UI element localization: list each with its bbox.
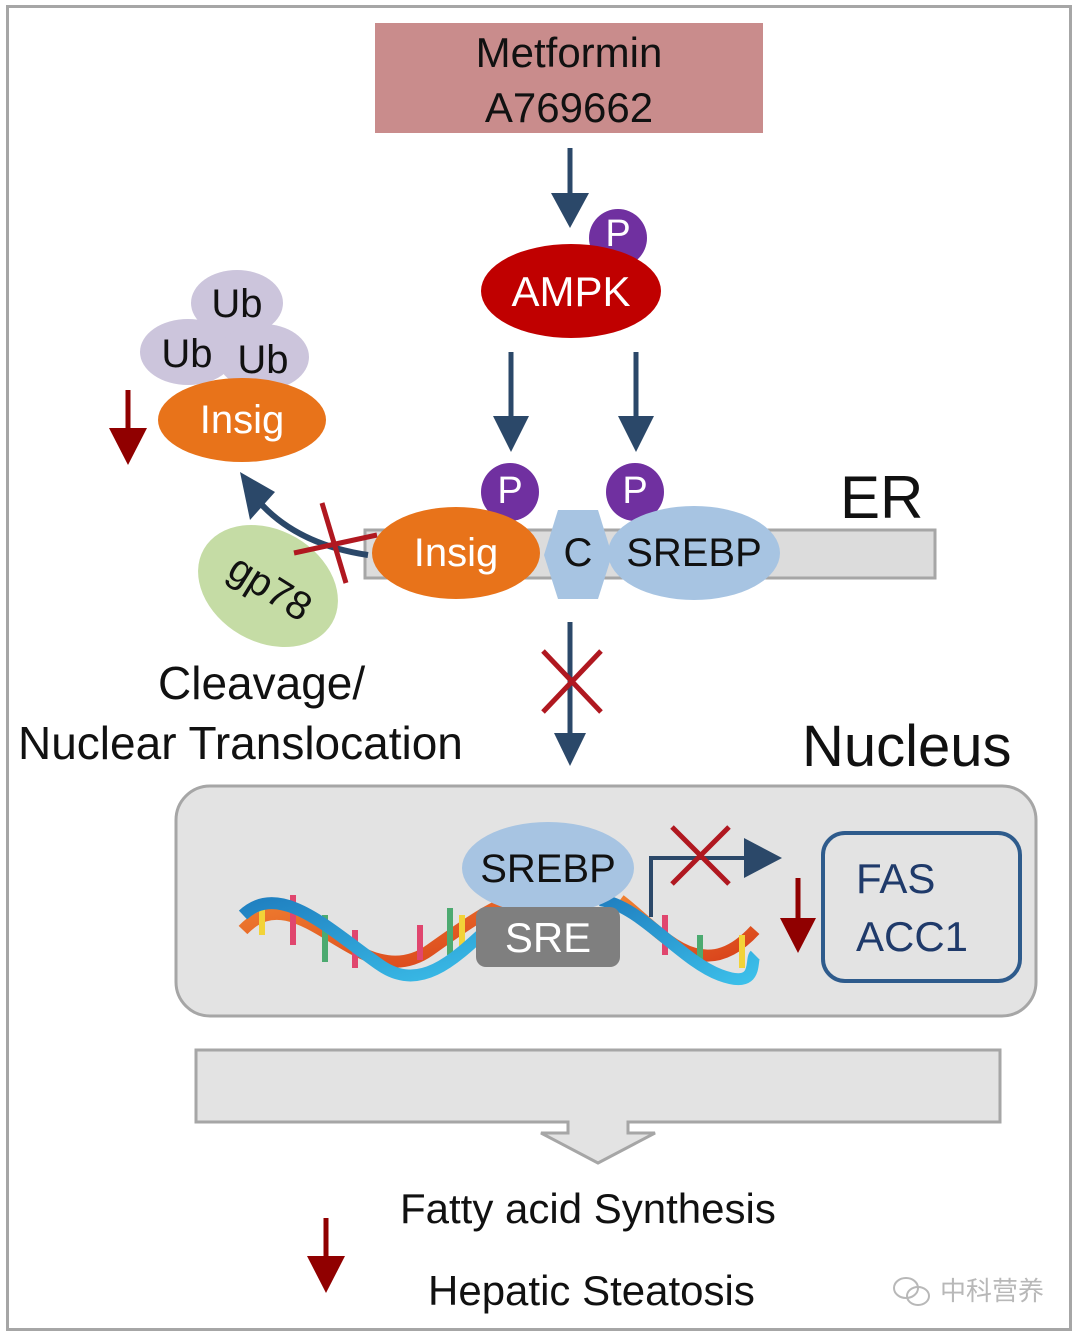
ubiquitin-label-right: Ub bbox=[237, 338, 289, 382]
wechat-icon bbox=[893, 1277, 930, 1306]
cross-translocation-block bbox=[541, 649, 603, 714]
arrow-ampk-to-insig bbox=[493, 352, 529, 452]
watermark-text: 中科营养 bbox=[940, 1277, 1045, 1307]
cleavage-label-line2: Nuclear Translocation bbox=[18, 717, 463, 769]
cross-transcription-block bbox=[670, 825, 731, 886]
outcome-fatty-acid-synthesis: Fatty acid Synthesis bbox=[400, 1185, 776, 1232]
cleavage-label-line1: Cleavage/ bbox=[158, 657, 366, 709]
down-arrow-genes bbox=[780, 878, 816, 953]
er-insig-ellipse bbox=[372, 507, 540, 599]
down-arrow-outcome bbox=[307, 1218, 345, 1293]
nucleus-label: Nucleus bbox=[802, 714, 1012, 779]
ubiquitin-top bbox=[191, 270, 283, 336]
ampk-label: AMPK bbox=[511, 268, 631, 315]
ubiquitin-label-top: Ub bbox=[211, 282, 263, 326]
ubiquitin-label-left: Ub bbox=[161, 332, 213, 376]
phospho-circle-srebp bbox=[606, 463, 664, 521]
nucleus-srebp-label: SREBP bbox=[480, 847, 616, 891]
figure-frame bbox=[6, 5, 1072, 1331]
er-srebp-label: SREBP bbox=[626, 531, 762, 575]
sre-box bbox=[476, 907, 620, 967]
er-srebp-ellipse bbox=[608, 506, 780, 600]
outcome-block-arrow bbox=[194, 1048, 1002, 1165]
gene-acc1-label: ACC1 bbox=[856, 913, 969, 960]
arrow-gp78-to-insig bbox=[240, 472, 369, 558]
drug-name-metformin: Metformin bbox=[475, 29, 663, 76]
ubiquitin-left bbox=[140, 319, 236, 385]
gene-box bbox=[821, 831, 1022, 983]
insig-free-label: Insig bbox=[199, 398, 285, 442]
er-phospho-label-1: P bbox=[497, 470, 523, 512]
er-label: ER bbox=[840, 464, 924, 531]
er-phospho-label-2: P bbox=[622, 470, 648, 512]
nucleus-srebp-ellipse bbox=[462, 822, 634, 914]
arrow-drug-to-ampk bbox=[551, 148, 589, 228]
phospho-circle-insig bbox=[481, 463, 539, 521]
sre-label: SRE bbox=[504, 914, 592, 961]
scap-shape bbox=[544, 510, 612, 599]
ampk-ellipse bbox=[481, 244, 661, 338]
er-insig-label: Insig bbox=[413, 531, 499, 575]
down-arrow-insig bbox=[109, 390, 147, 465]
ubiquitin-right bbox=[217, 324, 309, 390]
ampk-phospho-label: P bbox=[605, 213, 631, 255]
outcome-hepatic-steatosis: Hepatic Steatosis bbox=[428, 1267, 755, 1314]
gene-fas-label: FAS bbox=[856, 855, 936, 902]
drug-name-a769662: A769662 bbox=[484, 84, 654, 131]
arrow-ampk-to-srebp bbox=[618, 352, 654, 452]
drug-box bbox=[375, 23, 763, 133]
cross-gp78-block bbox=[293, 502, 378, 584]
gp78-ellipse bbox=[198, 525, 338, 647]
transcription-arrow bbox=[649, 838, 782, 917]
insig-free-ellipse bbox=[158, 378, 326, 462]
scap-label: C bbox=[563, 531, 593, 575]
